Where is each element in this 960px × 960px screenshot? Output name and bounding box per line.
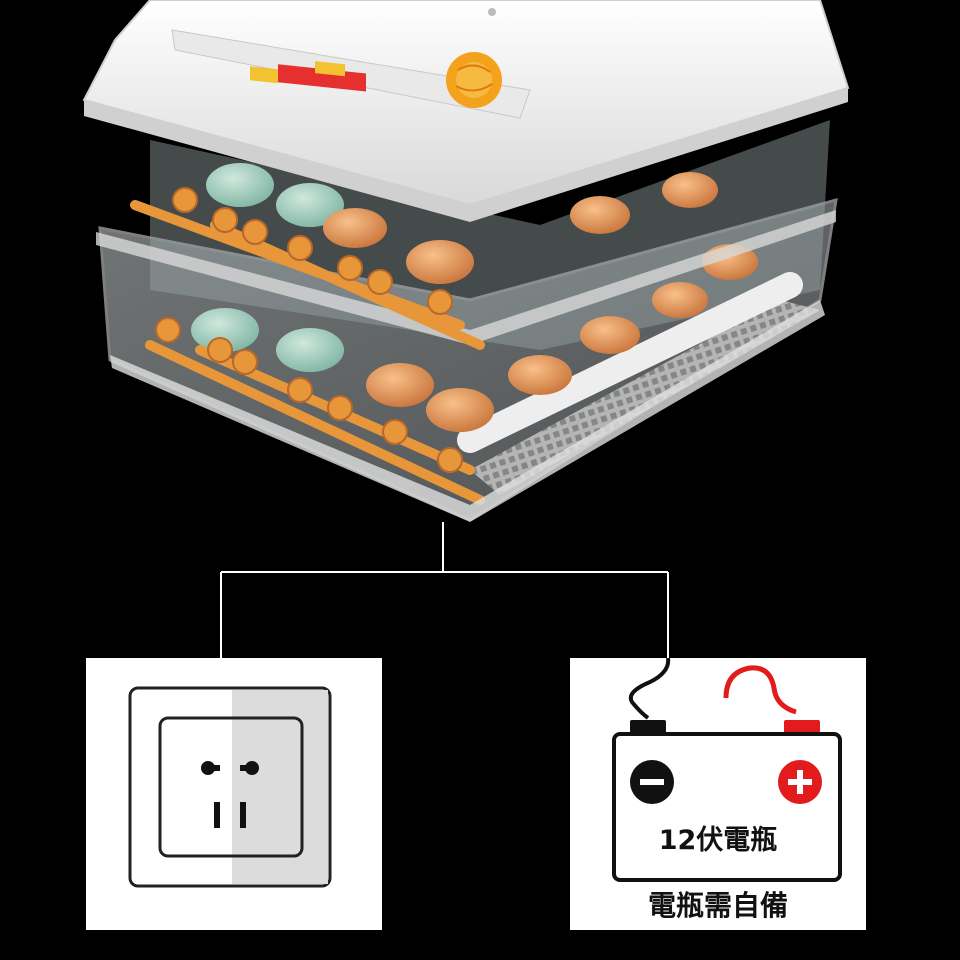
battery-note: 電瓶需自備: [647, 889, 788, 922]
eggs-upper: [206, 163, 758, 284]
water-tube: [457, 272, 803, 453]
temperature-display: [278, 64, 366, 92]
display-indicator: [315, 61, 345, 77]
upper-tray-rim: [96, 210, 836, 345]
incubator-lid: [82, 0, 850, 222]
car-battery-icon: [612, 658, 842, 882]
power-outlet-panel: [86, 658, 382, 930]
incubator: [82, 0, 850, 522]
humidity-display: [250, 66, 278, 84]
gears-lower: [155, 317, 463, 473]
mesh-floor: [470, 300, 820, 495]
vent-hole: [488, 8, 496, 16]
rollers-upper: [130, 200, 485, 350]
wall-socket-icon: [128, 686, 332, 888]
eggs-lower: [191, 282, 708, 432]
power-wiring: [220, 522, 669, 658]
battery-voltage-label: 12伏電瓶: [658, 825, 778, 856]
battery-panel: 12伏電瓶 電瓶需自備: [570, 658, 866, 930]
gears-upper: [172, 187, 453, 315]
egg-candler-icon: [446, 52, 502, 108]
